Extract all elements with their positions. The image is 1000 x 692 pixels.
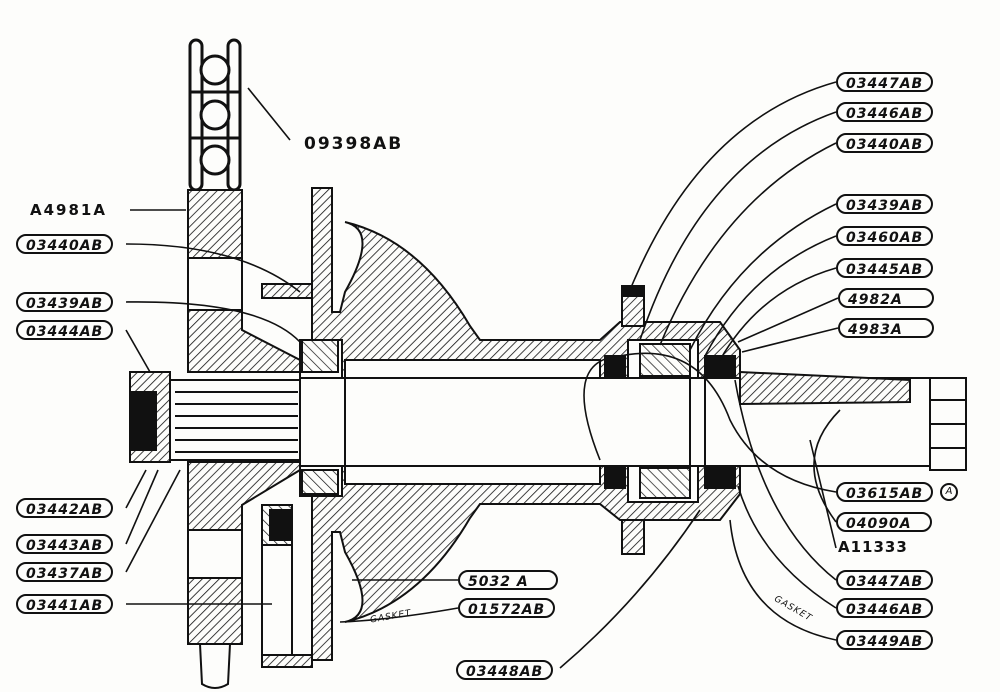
part-label-bottom-5032: 5032 A bbox=[458, 570, 558, 590]
part-label-right-03460: 03460AB bbox=[836, 226, 934, 246]
part-label-left-03444: 03444AB bbox=[16, 320, 114, 340]
sprocket-section bbox=[187, 189, 301, 689]
part-label-right-03440: 03440AB bbox=[836, 133, 934, 153]
part-label-right-4982: 4982A bbox=[838, 288, 934, 308]
part-label-left-03442: 03442AB bbox=[16, 498, 114, 518]
hub-housing-lower bbox=[261, 465, 741, 668]
part-label-right-03449: 03449AB bbox=[836, 630, 934, 650]
part-label-right-03615: 03615AB bbox=[836, 482, 934, 502]
part-label-right-03439: 03439AB bbox=[836, 194, 934, 214]
part-label-left-03440: 03440AB bbox=[16, 234, 114, 254]
part-label-right-03447-top: 03447AB bbox=[836, 72, 934, 92]
hub-housing-upper bbox=[261, 187, 741, 379]
part-label-left-03439: 03439AB bbox=[16, 292, 114, 312]
part-label-right-04090: 04090A bbox=[836, 512, 932, 532]
spindle-end bbox=[739, 370, 967, 471]
part-label-chain: 09398AB bbox=[304, 134, 404, 154]
part-label-right-03447-bottom: 03447AB bbox=[836, 570, 934, 590]
part-label-right-03446-bottom: 03446AB bbox=[836, 598, 934, 618]
part-label-right-4983: 4983A bbox=[838, 318, 934, 338]
part-label-bottom-03448: 03448AB bbox=[456, 660, 554, 680]
detail-marker-a: A bbox=[940, 483, 958, 501]
part-label-left-03437: 03437AB bbox=[16, 562, 114, 582]
leader-lines bbox=[125, 81, 841, 669]
roller-chain bbox=[188, 38, 242, 192]
part-label-right-03445: 03445AB bbox=[836, 258, 934, 278]
part-label-bottom-01572: 01572AB bbox=[458, 598, 556, 618]
part-label-right-03446-top: 03446AB bbox=[836, 102, 934, 122]
splined-shaft bbox=[129, 371, 301, 463]
part-label-left-03443: 03443AB bbox=[16, 534, 114, 554]
part-label-sprocket: A4981A bbox=[30, 201, 107, 219]
part-label-right-a11333: A11333 bbox=[838, 538, 908, 556]
part-label-left-03441: 03441AB bbox=[16, 594, 114, 614]
